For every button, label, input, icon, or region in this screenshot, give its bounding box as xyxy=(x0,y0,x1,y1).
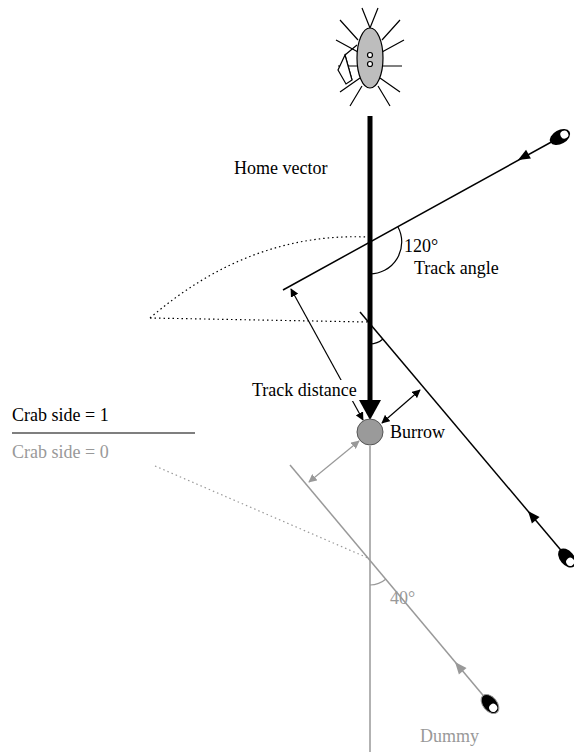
home-vector-head xyxy=(359,400,381,420)
angle-arc xyxy=(370,579,386,585)
burrow-node: Burrow xyxy=(356,418,445,446)
dummy-icon xyxy=(547,126,573,149)
axis-line xyxy=(369,446,371,752)
dummy-icon xyxy=(555,545,574,571)
leader-line xyxy=(150,318,368,322)
label-text: 40° xyxy=(390,588,415,609)
dummy-icon xyxy=(478,691,503,717)
label-text: Track distance xyxy=(250,380,359,401)
label-text: Crab side = 0 xyxy=(12,442,109,463)
dummy-track xyxy=(360,312,565,555)
label-text: Crab side = 1 xyxy=(12,405,109,426)
angle-arc xyxy=(370,339,383,344)
angle-arc xyxy=(370,227,402,274)
divider-line xyxy=(12,432,195,433)
leader-line xyxy=(150,237,368,318)
label-text: Dummy xyxy=(420,726,479,747)
label-text: Home vector xyxy=(234,158,327,179)
label-text: 120° xyxy=(404,236,438,257)
crab-figure xyxy=(336,8,404,106)
burrow-circle xyxy=(356,418,384,446)
dummy-track xyxy=(290,465,487,700)
track-arrow xyxy=(516,150,531,165)
home-vector xyxy=(368,116,373,402)
burrow-circle xyxy=(357,419,383,445)
track-arrow xyxy=(451,659,466,675)
distance-arrow xyxy=(309,441,359,482)
leader-line xyxy=(155,466,368,558)
distance-arrow xyxy=(382,390,420,423)
node-label: Burrow xyxy=(390,422,445,443)
label-text: Track angle xyxy=(414,258,499,279)
track-arrow xyxy=(524,508,539,524)
